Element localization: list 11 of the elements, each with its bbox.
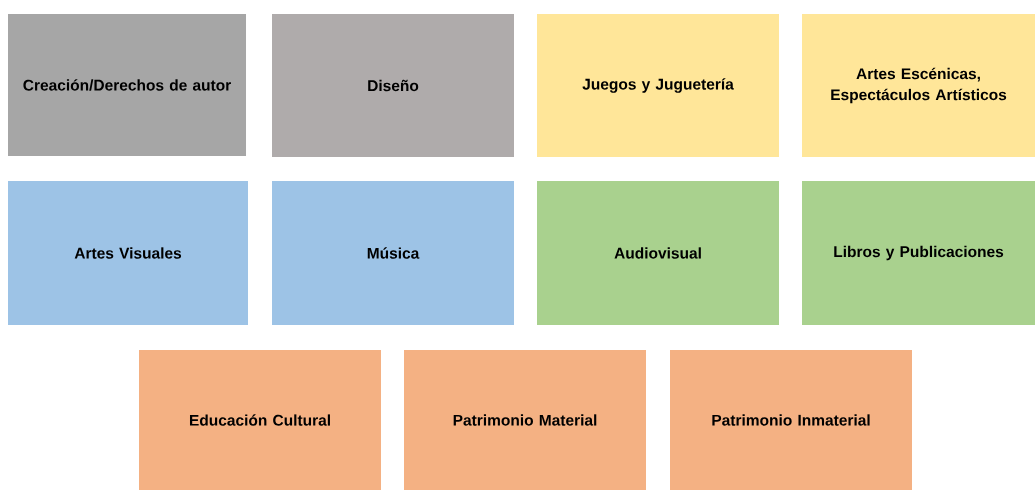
category-box: Artes Visuales: [8, 181, 248, 325]
category-box: Diseño: [272, 14, 514, 157]
category-box: Libros y Publicaciones: [802, 181, 1035, 325]
category-box: Patrimonio Material: [404, 350, 646, 490]
category-box: Juegos y Juguetería: [537, 14, 779, 157]
category-box: Creación/Derechos de autor: [8, 14, 246, 156]
category-box: Música: [272, 181, 514, 325]
category-box: Artes Escénicas, Espectáculos Artísticos: [802, 14, 1035, 157]
category-box: Audiovisual: [537, 181, 779, 325]
category-box: Educación Cultural: [139, 350, 381, 490]
category-box: Patrimonio Inmaterial: [670, 350, 912, 490]
